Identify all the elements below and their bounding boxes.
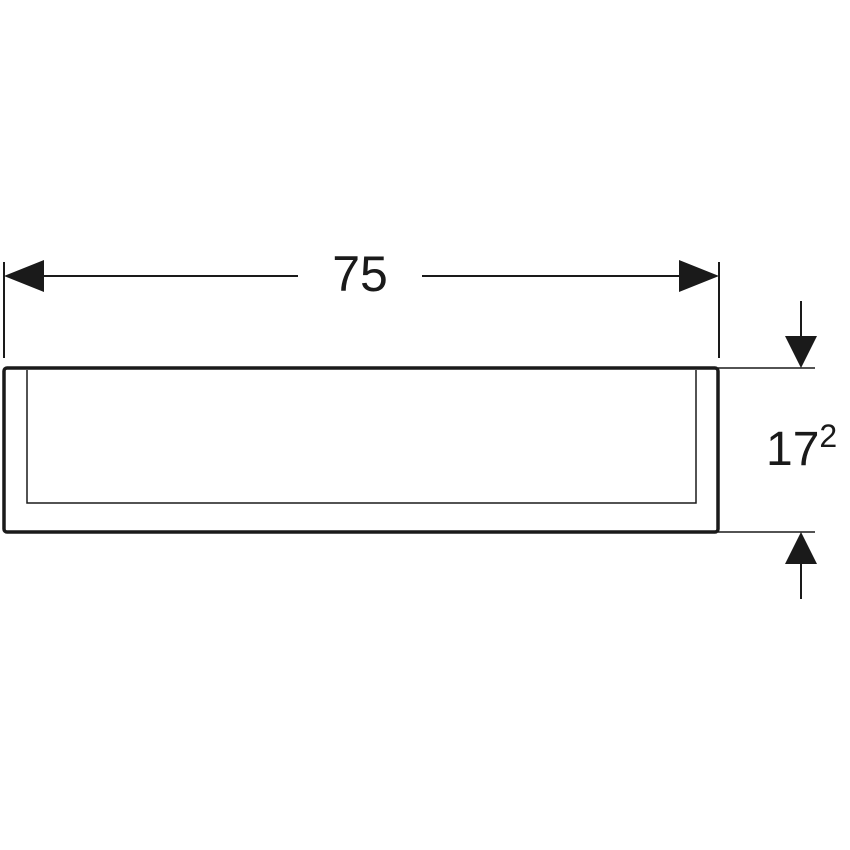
right-arrowhead-icon: [679, 260, 719, 292]
up-arrowhead-icon: [785, 532, 817, 564]
height-dimension: 172: [718, 301, 837, 599]
left-arrowhead-icon: [4, 260, 44, 292]
width-dimension: 75: [3, 246, 720, 358]
height-label-superscript: 2: [819, 418, 837, 454]
inner-frame: [26, 370, 697, 504]
down-arrowhead-icon: [785, 336, 817, 368]
width-label: 75: [332, 246, 388, 302]
height-label: 172: [766, 418, 837, 476]
object-outline: [2, 366, 720, 534]
height-label-main: 17: [766, 423, 819, 476]
outer-frame: [2, 366, 720, 534]
